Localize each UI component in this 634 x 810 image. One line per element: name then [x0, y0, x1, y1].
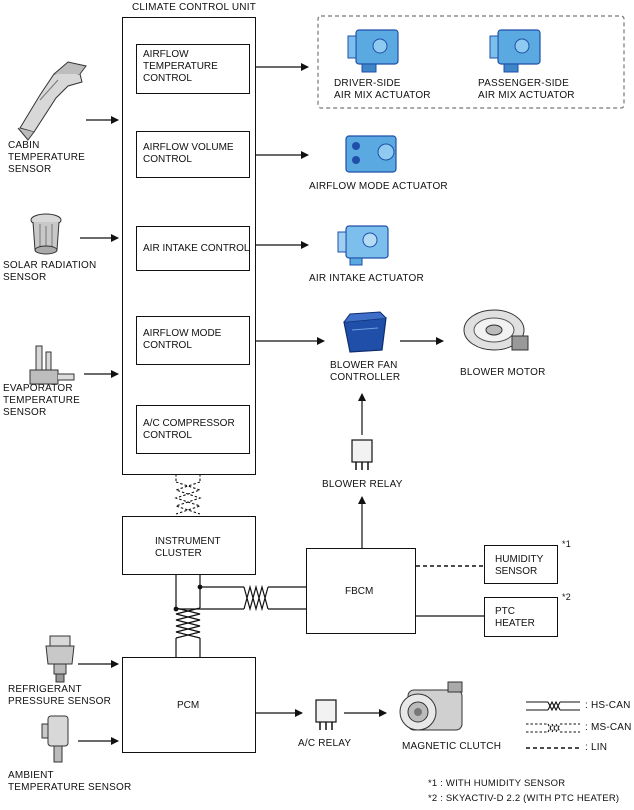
ambient-sensor-label-1: AMBIENT: [8, 770, 54, 781]
refrigerant-sensor-icon: [45, 635, 75, 683]
airflow-mode-control-box: AIRFLOW MODE CONTROL: [136, 316, 250, 365]
ptc-heater-line2: HEATER: [495, 618, 535, 629]
footnote-1: *1 : WITH HUMIDITY SENSOR: [428, 778, 566, 789]
blower-relay-icon: [351, 439, 373, 470]
ac-compressor-control-line1: A/C COMPRESSOR: [143, 418, 235, 429]
airflow-temperature-control-box: AIRFLOW TEMPERATURE CONTROL: [136, 44, 250, 94]
instrument-cluster-line2: CLUSTER: [155, 548, 202, 559]
air-intake-control-line1: AIR INTAKE CONTROL: [143, 243, 250, 254]
instrument-cluster-box: INSTRUMENT CLUSTER: [122, 516, 256, 575]
evaporator-sensor-label-2: TEMPERATURE: [3, 395, 81, 406]
hs-can-fbcm: [173, 584, 306, 612]
ptc-heater-line1: PTC: [495, 606, 515, 617]
climate-control-unit-title: CLIMATE CONTROL UNIT: [132, 2, 257, 13]
air-mix-group-border: [317, 15, 625, 109]
driver-air-mix-label-1: DRIVER-SIDE: [334, 78, 401, 89]
airflow-volume-control-line1: AIRFLOW VOLUME: [143, 142, 234, 153]
passenger-air-mix-label-1: PASSENGER-SIDE: [478, 78, 569, 89]
ptc-footnote-mark: *2: [562, 592, 571, 602]
air-intake-control-box: AIR INTAKE CONTROL: [136, 226, 250, 271]
passenger-air-mix-actuator-icon: [489, 29, 541, 73]
humidity-sensor-line1: HUMIDITY: [495, 554, 544, 565]
humidity-sensor-line2: SENSOR: [495, 566, 538, 577]
humidity-sensor-box: HUMIDITY SENSOR: [484, 545, 558, 584]
blower-fan-controller-label-1: BLOWER FAN: [330, 360, 398, 371]
ptc-heater-box: PTC HEATER: [484, 597, 558, 637]
airflow-volume-control-box: AIRFLOW VOLUME CONTROL: [136, 131, 250, 178]
ac-compressor-control-line2: CONTROL: [143, 430, 192, 441]
cabin-sensor-label-3: SENSOR: [8, 164, 52, 175]
ac-relay-icon: [315, 699, 337, 730]
blower-fan-controller-icon: [343, 311, 387, 353]
airflow-mode-control-line1: AIRFLOW MODE: [143, 328, 222, 339]
evaporator-sensor-label-1: EVAPORATOR: [3, 383, 73, 394]
airflow-temperature-control-line1: AIRFLOW: [143, 49, 189, 60]
airflow-mode-actuator-icon: [345, 135, 397, 173]
humidity-footnote-mark: *1: [562, 539, 571, 549]
solar-sensor-label-2: SENSOR: [3, 272, 47, 283]
cabin-sensor-label-2: TEMPERATURE: [8, 152, 86, 163]
ms-can-link: [174, 474, 202, 515]
solar-sensor-label-1: SOLAR RADIATION: [3, 260, 97, 271]
driver-air-mix-actuator-icon: [347, 29, 399, 73]
refrigerant-sensor-label-1: REFRIGERANT: [8, 684, 82, 695]
airflow-volume-control-line2: CONTROL: [143, 154, 192, 165]
footnote-2: *2 : SKYACTIV-D 2.2 (WITH PTC HEATER): [428, 793, 620, 804]
ambient-sensor-label-2: TEMPERATURE SENSOR: [8, 782, 132, 793]
magnetic-clutch-label: MAGNETIC CLUTCH: [402, 741, 502, 752]
pcm-box: PCM: [122, 657, 256, 753]
solar-sensor-icon: [30, 213, 62, 255]
blower-motor-icon: [463, 309, 529, 351]
refrigerant-sensor-label-2: PRESSURE SENSOR: [8, 696, 112, 707]
magnetic-clutch-icon: [399, 681, 463, 731]
blower-relay-label: BLOWER RELAY: [322, 479, 403, 490]
ac-compressor-control-box: A/C COMPRESSOR CONTROL: [136, 405, 250, 454]
driver-air-mix-label-2: AIR MIX ACTUATOR: [334, 90, 431, 101]
airflow-temperature-control-line3: CONTROL: [143, 73, 192, 84]
air-intake-actuator-label: AIR INTAKE ACTUATOR: [309, 273, 424, 284]
blower-motor-label: BLOWER MOTOR: [460, 367, 546, 378]
cabin-sensor-icon: [17, 61, 87, 141]
legend-hs-can-label: : HS-CAN: [585, 700, 631, 711]
evaporator-sensor-label-3: SENSOR: [3, 407, 47, 418]
legend-lin-label: : LIN: [585, 742, 608, 753]
airflow-mode-control-line2: CONTROL: [143, 340, 192, 351]
pcm-label: PCM: [177, 700, 200, 711]
ambient-sensor-icon: [41, 715, 69, 763]
evaporator-sensor-icon: [29, 345, 75, 385]
airflow-mode-actuator-label: AIRFLOW MODE ACTUATOR: [309, 181, 448, 192]
hs-can-cluster-pcm: [175, 575, 201, 657]
fbcm-label: FBCM: [345, 586, 374, 597]
blower-fan-controller-label-2: CONTROLLER: [330, 372, 401, 383]
air-intake-actuator-icon: [337, 225, 389, 266]
cabin-sensor-label-1: CABIN: [8, 140, 40, 151]
fbcm-box: FBCM: [306, 548, 416, 634]
airflow-temperature-control-line2: TEMPERATURE: [143, 61, 218, 72]
instrument-cluster-line1: INSTRUMENT: [155, 536, 221, 547]
legend-ms-can-label: : MS-CAN: [585, 722, 632, 733]
legend-hs-can-symbol: [526, 700, 580, 712]
legend-ms-can-symbol: [526, 722, 580, 734]
ac-relay-label: A/C RELAY: [298, 738, 352, 749]
passenger-air-mix-label-2: AIR MIX ACTUATOR: [478, 90, 575, 101]
